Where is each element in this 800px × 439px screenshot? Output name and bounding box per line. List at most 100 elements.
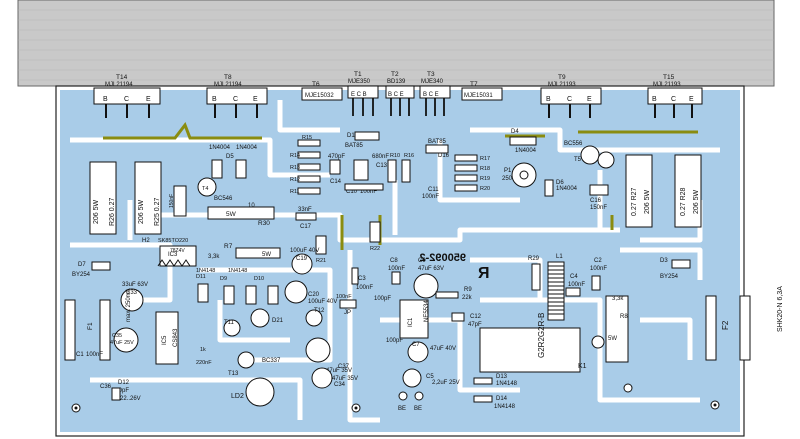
svg-text:max. 250mA: max. 250mA xyxy=(126,288,132,322)
svg-text:B: B xyxy=(103,96,108,103)
svg-text:D4: D4 xyxy=(511,129,519,135)
svg-text:470pF: 470pF xyxy=(328,154,345,160)
svg-text:R13: R13 xyxy=(290,165,300,171)
svg-text:SHK20-N 6,3A: SHK20-N 6,3A xyxy=(777,286,784,332)
svg-text:C11: C11 xyxy=(428,187,439,193)
svg-text:T9: T9 xyxy=(558,74,566,81)
svg-text:1N4148: 1N4148 xyxy=(496,381,518,387)
svg-text:1N4004: 1N4004 xyxy=(236,145,258,151)
svg-text:3,3k: 3,3k xyxy=(208,254,220,260)
svg-text:206 5W: 206 5W xyxy=(93,199,100,224)
svg-text:R26 0.27: R26 0.27 xyxy=(109,197,116,226)
svg-text:5W: 5W xyxy=(226,211,237,218)
svg-text:C9: C9 xyxy=(418,258,426,264)
svg-text:150nF: 150nF xyxy=(590,205,607,211)
svg-text:BE: BE xyxy=(398,406,406,412)
svg-text:47uF 35V: 47uF 35V xyxy=(332,376,358,382)
resistor-r27: 0.27 R27 206 5W xyxy=(625,154,653,228)
svg-text:D9: D9 xyxy=(220,276,227,282)
svg-text:R22: R22 xyxy=(370,246,380,252)
svg-text:C8: C8 xyxy=(390,258,398,264)
svg-text:D6: D6 xyxy=(556,180,564,186)
svg-text:IC3: IC3 xyxy=(168,252,178,258)
svg-text:BAT85: BAT85 xyxy=(428,139,447,145)
svg-text:47uF 40V: 47uF 40V xyxy=(430,346,456,352)
svg-text:D16: D16 xyxy=(438,153,450,159)
svg-text:T15: T15 xyxy=(663,74,675,81)
svg-text:D13: D13 xyxy=(496,374,508,380)
svg-text:100nF: 100nF xyxy=(422,194,439,200)
bottom-transistors: T11 T13 T12 BC337 C37 47uF 35V C34 47uF … xyxy=(196,294,358,407)
transistor-t7: T7 MJE15031 xyxy=(461,81,503,101)
svg-text:220nF: 220nF xyxy=(196,360,212,366)
svg-text:C20: C20 xyxy=(308,292,320,298)
svg-text:SK85TO220: SK85TO220 xyxy=(158,238,188,244)
svg-text:D15: D15 xyxy=(347,133,359,139)
heatsink-hatch xyxy=(18,9,774,81)
svg-text:K1: K1 xyxy=(578,363,587,370)
svg-text:R19: R19 xyxy=(480,176,490,182)
svg-text:1N4004: 1N4004 xyxy=(209,145,231,151)
transistor-t1: T1 MJE350 E C B xyxy=(347,71,379,116)
svg-text:1N4148: 1N4148 xyxy=(196,268,215,274)
svg-text:206 5W: 206 5W xyxy=(644,189,651,214)
relay-inductor-region: R29 L1 C4 100nF C2 100nF G2R2G2R-B K1 R8… xyxy=(479,254,629,373)
svg-text:206 5W: 206 5W xyxy=(693,189,700,214)
svg-text:NE5534: NE5534 xyxy=(424,300,430,322)
svg-text:T8: T8 xyxy=(224,74,232,81)
svg-text:C14: C14 xyxy=(330,179,342,185)
svg-text:BY254: BY254 xyxy=(72,272,91,278)
svg-text:T14: T14 xyxy=(116,74,128,81)
transistor-t2: T2 BD139 B C E xyxy=(385,71,415,116)
svg-text:D5: D5 xyxy=(226,154,234,160)
svg-text:47uF 63V: 47uF 63V xyxy=(418,266,444,272)
svg-text:C17: C17 xyxy=(300,224,312,230)
svg-text:G2R2G2R-B: G2R2G2R-B xyxy=(537,313,546,358)
svg-text:MJL21193: MJL21193 xyxy=(548,82,576,88)
small-resistor-block: R15 R14 R13 R12 R11 R10 R16 R17 R18 R19 … xyxy=(290,135,490,264)
svg-text:B: B xyxy=(652,96,657,103)
svg-text:Я: Я xyxy=(478,265,490,282)
svg-text:IC1: IC1 xyxy=(408,317,414,327)
svg-text:33uF 63V: 33uF 63V xyxy=(122,282,148,288)
svg-text:C10: C10 xyxy=(346,189,358,195)
svg-text:C35: C35 xyxy=(112,333,122,339)
svg-text:C37: C37 xyxy=(338,364,350,370)
svg-text:47pF: 47pF xyxy=(468,322,482,328)
svg-text:100pF: 100pF xyxy=(386,338,403,344)
resistor-r26: 206 5W R26 0.27 xyxy=(89,161,117,235)
svg-text:B: B xyxy=(212,96,217,103)
svg-text:B C E: B C E xyxy=(423,92,439,98)
svg-text:C36: C36 xyxy=(100,384,112,390)
transistor-t15: T15 MJL21193 B C E xyxy=(647,74,703,118)
svg-text:C: C xyxy=(671,96,676,103)
svg-text:1N4004: 1N4004 xyxy=(556,186,578,192)
svg-text:R16: R16 xyxy=(404,153,414,159)
svg-text:E: E xyxy=(689,96,694,103)
svg-text:H2: H2 xyxy=(142,238,150,244)
svg-text:100nF: 100nF xyxy=(360,189,377,195)
jumper-wires xyxy=(103,121,698,250)
svg-text:CS843: CS843 xyxy=(173,328,179,347)
svg-text:5W: 5W xyxy=(608,336,617,342)
svg-text:R25 0.27: R25 0.27 xyxy=(154,197,161,226)
svg-text:78Z4V: 78Z4V xyxy=(170,248,185,254)
mid-left-components: H2 SK85TO220 IC3 78Z4V R7 3,3k 5W 100uF … xyxy=(142,238,337,328)
board-code: 950092-2 Я xyxy=(420,252,490,282)
transistor-t3: T3 MJE340 B C E xyxy=(419,71,451,116)
upper-components: 1N4004 1N4004 D5 T4 BC546 150nF 5W 10 R3… xyxy=(169,129,615,230)
svg-text:R10: R10 xyxy=(390,153,400,159)
svg-text:R30: R30 xyxy=(258,220,270,227)
svg-text:C7: C7 xyxy=(412,342,420,348)
svg-text:T12: T12 xyxy=(314,308,325,314)
svg-text:C3: C3 xyxy=(358,276,366,282)
svg-text:D14: D14 xyxy=(496,396,508,402)
svg-text:T1: T1 xyxy=(354,71,362,78)
svg-text:F1: F1 xyxy=(87,322,94,330)
svg-text:100nF: 100nF xyxy=(388,266,405,272)
svg-text:MJL21193: MJL21193 xyxy=(653,82,681,88)
svg-text:B: B xyxy=(546,96,551,103)
svg-text:C16: C16 xyxy=(590,198,602,204)
svg-text:150nF: 150nF xyxy=(169,194,175,208)
